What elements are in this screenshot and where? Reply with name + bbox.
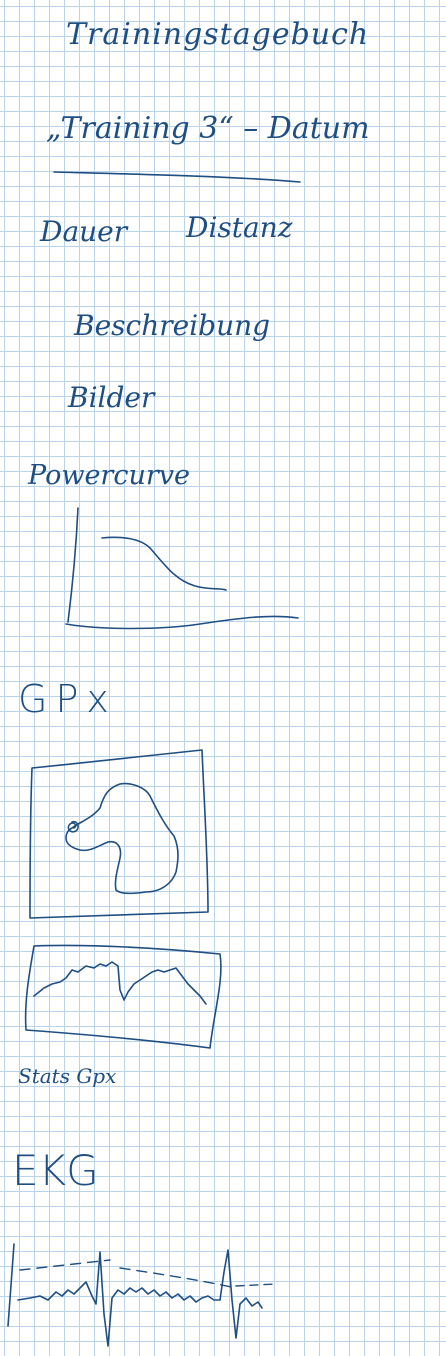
- ekg-threshold-lower: [119, 1267, 237, 1289]
- description-label: Beschreibung: [74, 309, 271, 342]
- gpx-elevation-line: [33, 961, 207, 1005]
- gpx-start-marker: [67, 820, 79, 833]
- gpx-stats-label: Stats Gpx: [18, 1064, 117, 1088]
- powercurve-y-axis: [67, 507, 79, 623]
- gpx-label: GPx: [18, 677, 117, 721]
- duration-label: Dauer: [40, 215, 128, 248]
- images-label: Bilder: [68, 381, 155, 414]
- gpx-map-frame: [29, 749, 209, 919]
- distance-label: Distanz: [186, 211, 293, 244]
- powercurve-line: [101, 536, 227, 591]
- gpx-route-path: [65, 782, 179, 895]
- ekg-label: EKG: [12, 1146, 99, 1195]
- page-title: Trainingstagebuch: [66, 17, 370, 52]
- powercurve-label: Powercurve: [28, 460, 190, 491]
- ekg-threshold-right: [235, 1283, 277, 1287]
- powercurve-x-axis: [65, 615, 299, 630]
- ekg-signal-line: [17, 1249, 263, 1347]
- training-heading: „Training 3“ – Datum: [46, 111, 370, 146]
- ekg-threshold-upper: [19, 1259, 111, 1271]
- ekg-start-marker: [7, 1243, 15, 1327]
- gpx-elevation-frame: [24, 944, 222, 1049]
